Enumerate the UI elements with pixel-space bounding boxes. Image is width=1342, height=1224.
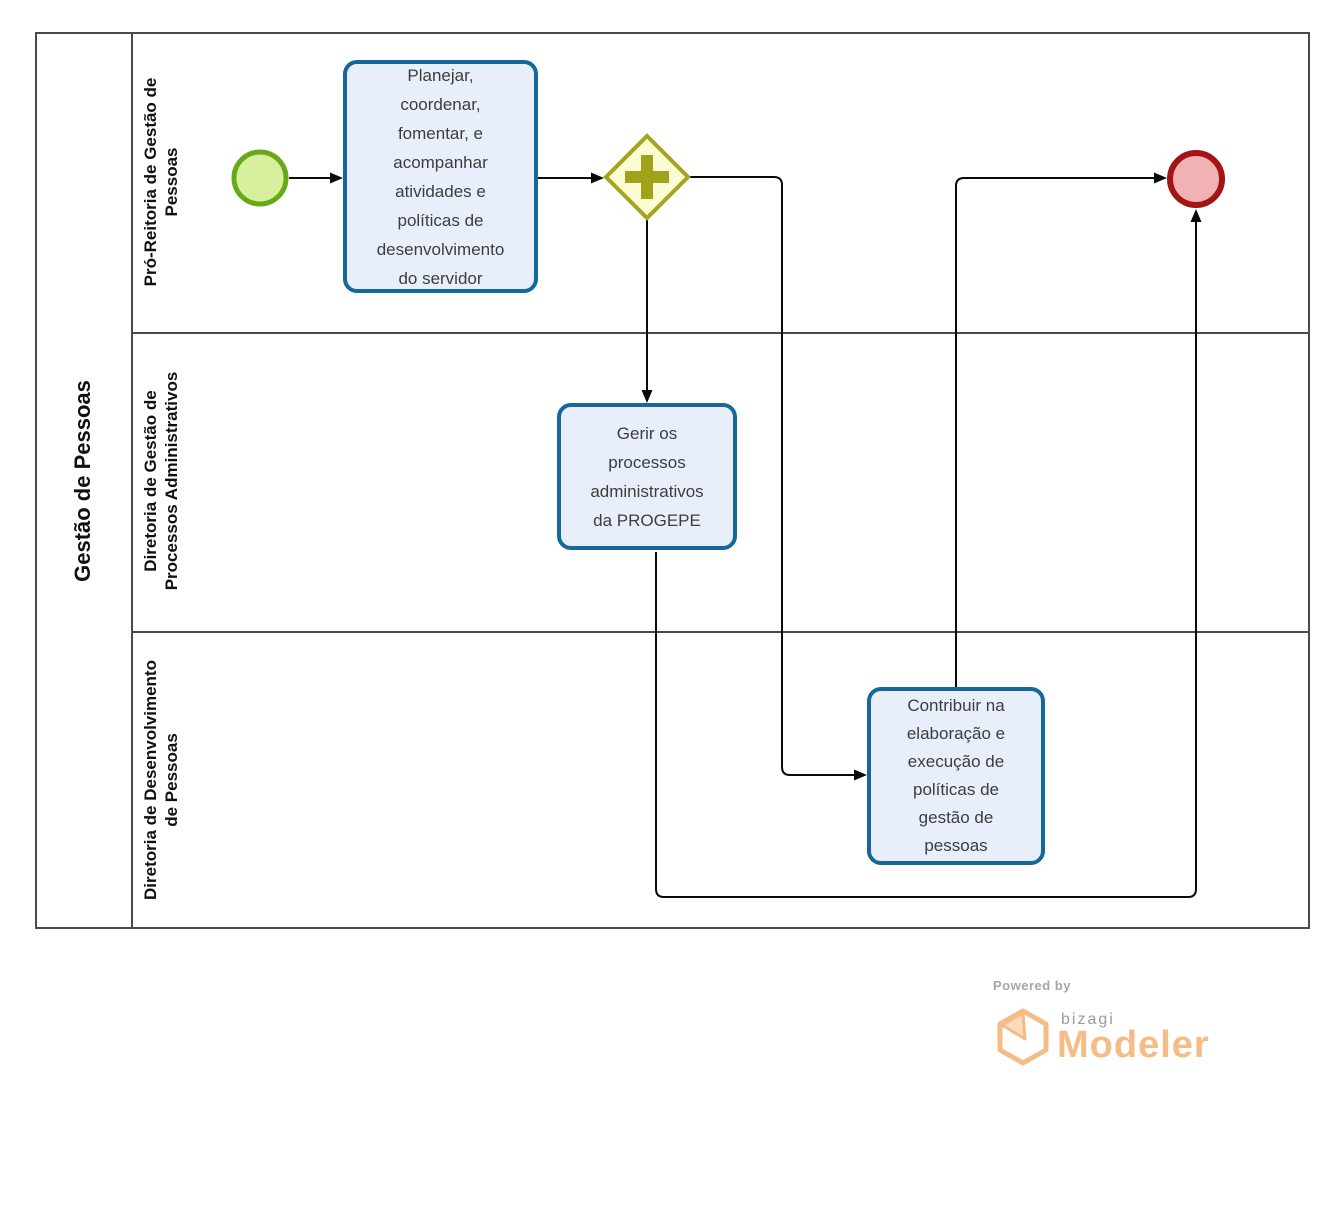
bizagi-wordmark: bizagi bbox=[1061, 1011, 1115, 1028]
powered-by-text: Powered by bbox=[993, 978, 1071, 993]
task-gerir-processos: Gerir os processos administrativos da PR… bbox=[557, 403, 737, 550]
lane-label-diretoria-desenvolvimento: Diretoria de Desenvolvimento de Pessoas bbox=[141, 660, 181, 900]
lane-label-pro-reitoria: Pró-Reitoria de Gestão de Pessoas bbox=[141, 77, 181, 287]
lane-divider-2 bbox=[131, 631, 1308, 633]
lane-divider-1 bbox=[131, 332, 1308, 334]
task-planejar-coordenar: Planejar, coordenar, fomentar, e acompan… bbox=[343, 60, 538, 293]
lane-label-diretoria-processos: Diretoria de Gestão de Processos Adminis… bbox=[141, 371, 181, 591]
pool-title: Gestão de Pessoas bbox=[70, 380, 95, 582]
task-contribuir-politicas: Contribuir na elaboração e execução de p… bbox=[867, 687, 1045, 865]
task-planejar-label: Planejar, coordenar, fomentar, e acompan… bbox=[376, 65, 505, 288]
modeler-wordmark: Modeler bbox=[1057, 1024, 1210, 1066]
task-gerir-label: Gerir os processos administrativos da PR… bbox=[590, 423, 704, 530]
pool-band-separator bbox=[131, 34, 133, 927]
task-contribuir-label: Contribuir na elaboração e execução de p… bbox=[906, 696, 1006, 855]
branding: Powered by bizagi Modeler bbox=[988, 978, 1258, 1088]
bizagi-hexagon-icon bbox=[997, 1008, 1049, 1066]
